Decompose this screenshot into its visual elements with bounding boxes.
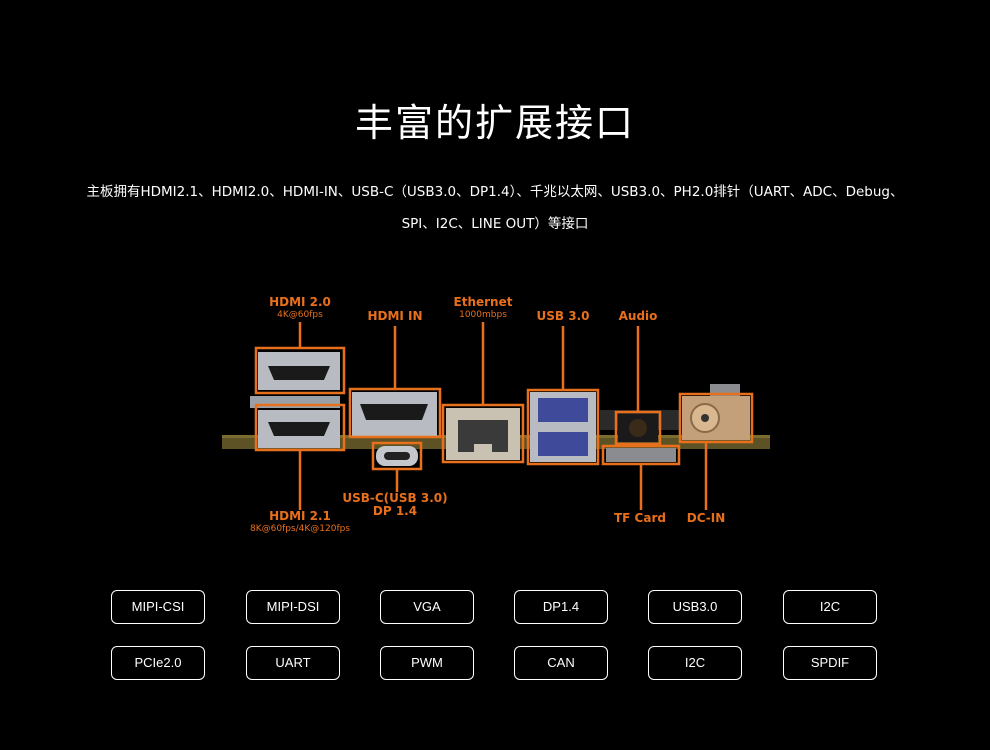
hdmi20-label: HDMI 2.0 4K@60fps bbox=[269, 295, 331, 321]
interface-tag-dp14: DP1.4 bbox=[514, 590, 608, 624]
dc-in-label: DC-IN bbox=[686, 511, 726, 525]
hdmi-in-label: HDMI IN bbox=[367, 309, 423, 323]
tf-card-slot bbox=[606, 448, 676, 462]
page-title: 丰富的扩展接口 bbox=[354, 101, 635, 145]
tf-card-label: TF Card bbox=[614, 511, 666, 525]
audio-label: Audio bbox=[618, 309, 658, 323]
interface-tag-spdif: SPDIF bbox=[783, 646, 877, 680]
interface-tag-usb30: USB3.0 bbox=[648, 590, 742, 624]
description-line-2: SPI、I2C、LINE OUT）等接口 bbox=[401, 216, 589, 232]
board-illustration bbox=[222, 322, 770, 510]
interface-tag-mipi-dsi: MIPI-DSI bbox=[246, 590, 340, 624]
interface-tag-pcie20: PCIe2.0 bbox=[111, 646, 205, 680]
interface-tag-i2c-2: I2C bbox=[648, 646, 742, 680]
hdmi21-label: HDMI 2.1 8K@60fps/4K@120fps bbox=[249, 509, 351, 535]
interface-tag-uart: UART bbox=[246, 646, 340, 680]
interface-tag-mipi-csi: MIPI-CSI bbox=[111, 590, 205, 624]
interface-tag-i2c: I2C bbox=[783, 590, 877, 624]
dc-in-highlight bbox=[678, 392, 754, 444]
interface-tag-pwm: PWM bbox=[380, 646, 474, 680]
usb30-label: USB 3.0 bbox=[536, 309, 590, 323]
description-line-1: 主板拥有HDMI2.1、HDMI2.0、HDMI-IN、USB-C（USB3.0… bbox=[86, 184, 904, 200]
ethernet-label: Ethernet 1000mbps bbox=[453, 295, 513, 321]
interface-tag-can: CAN bbox=[514, 646, 608, 680]
usbc-label: USB-C(USB 3.0) DP 1.4 bbox=[342, 491, 448, 518]
description: 主板拥有HDMI2.1、HDMI2.0、HDMI-IN、USB-C（USB3.0… bbox=[60, 176, 930, 240]
interface-tag-vga: VGA bbox=[380, 590, 474, 624]
port-diagram: HDMI 2.0 4K@60fps HDMI IN Ethernet 1000m… bbox=[0, 280, 990, 550]
